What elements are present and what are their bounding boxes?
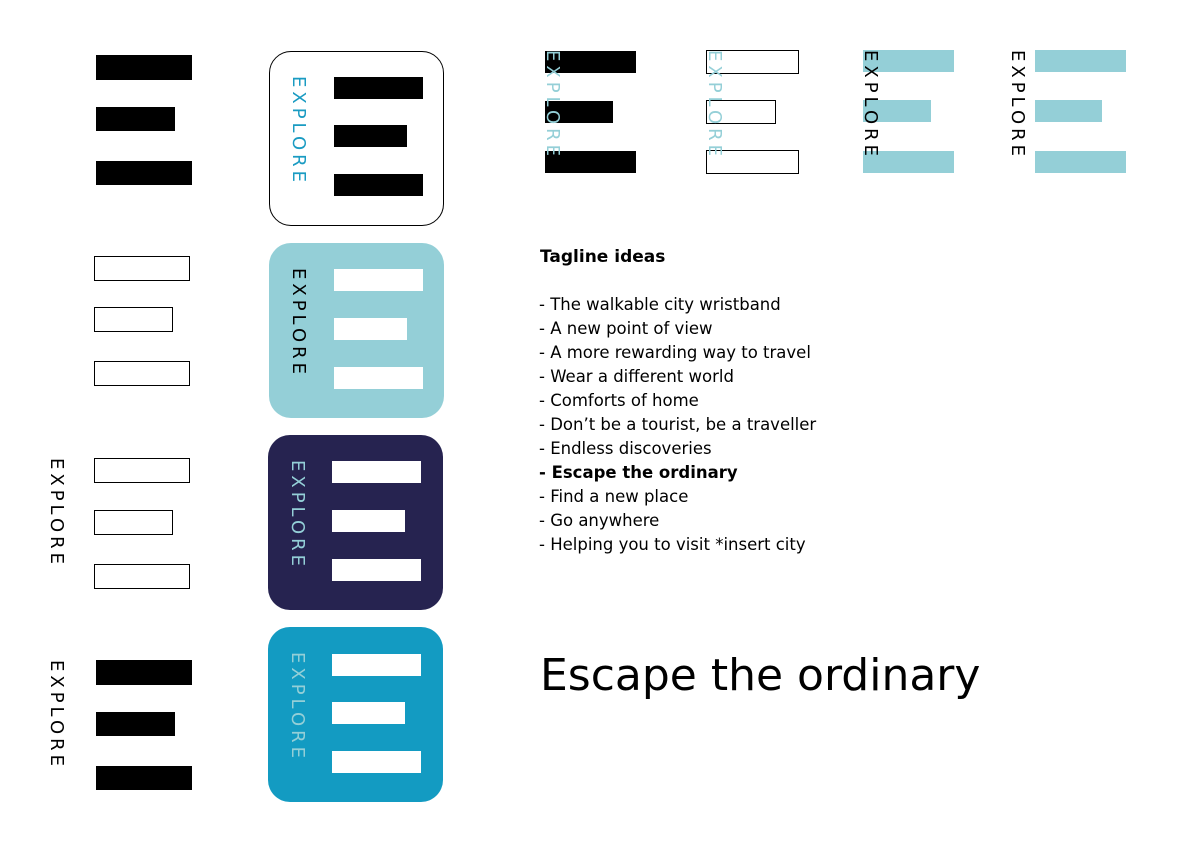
logo-bar <box>332 654 421 676</box>
wordmark: EXPLORE <box>1007 50 1028 160</box>
tagline-item: - Helping you to visit *insert city <box>539 535 806 554</box>
app-icon-light-teal: EXPLORE <box>269 243 444 418</box>
logo-bar <box>96 766 192 790</box>
wordmark: EXPLORE <box>860 50 881 160</box>
logo-bar <box>94 564 190 589</box>
tagline-item: - Go anywhere <box>539 511 660 530</box>
logo-bar <box>94 307 173 332</box>
app-icon-white: EXPLORE <box>269 51 444 226</box>
tagline-item: - Wear a different world <box>539 367 734 386</box>
tagline-item: - Don’t be a tourist, be a traveller <box>539 415 817 434</box>
logo-bar <box>545 51 636 73</box>
logo-bar <box>96 107 175 131</box>
logo-bar <box>706 50 799 74</box>
tagline-item: - A new point of view <box>539 319 713 338</box>
wordmark: EXPLORE <box>542 50 563 160</box>
logo-bar <box>332 559 421 581</box>
wordmark: EXPLORE <box>46 458 67 568</box>
logo-bar <box>94 256 190 281</box>
logo-bar <box>706 150 799 174</box>
wordmark: EXPLORE <box>46 660 67 770</box>
logo-bar <box>332 751 421 773</box>
logo-bar <box>334 269 423 291</box>
logo-bar <box>334 367 423 389</box>
logo-bar <box>332 510 405 532</box>
app-icon-blue: EXPLORE <box>268 627 443 802</box>
tagline-item: - Endless discoveries <box>539 439 712 458</box>
logo-bar <box>94 458 190 483</box>
logo-bar <box>334 174 423 196</box>
logo-bar <box>334 77 423 99</box>
logo-bar <box>96 660 192 685</box>
logo-bar <box>332 461 421 483</box>
app-icon-navy: EXPLORE <box>268 435 443 610</box>
wordmark: EXPLORE <box>287 652 308 762</box>
tagline-item: - Escape the ordinary <box>539 463 738 482</box>
tagline-item: - Comforts of home <box>539 391 699 410</box>
logo-bar <box>1035 50 1126 72</box>
logo-bar <box>334 125 407 147</box>
logo-bar <box>96 55 192 80</box>
logo-bar <box>1035 151 1126 173</box>
tagline-item: - The walkable city wristband <box>539 295 781 314</box>
logo-bar <box>1035 100 1102 122</box>
tagline-item: - Find a new place <box>539 487 689 506</box>
tagline-list: - The walkable city wristband - A new poi… <box>539 293 816 557</box>
logo-bar <box>863 151 954 173</box>
wordmark: EXPLORE <box>288 268 309 378</box>
logo-bar <box>94 510 173 535</box>
logo-bar <box>334 318 407 340</box>
logo-bar <box>863 50 954 72</box>
logo-bar <box>545 151 636 173</box>
tagline-item: - A more rewarding way to travel <box>539 343 811 362</box>
logo-bar <box>96 161 192 185</box>
tagline-heading: Tagline ideas <box>540 247 666 267</box>
wordmark: EXPLORE <box>287 460 308 570</box>
selected-tagline: Escape the ordinary <box>540 650 981 701</box>
logo-bar <box>332 702 405 724</box>
logo-bar <box>706 100 776 124</box>
logo-bar <box>96 712 175 736</box>
wordmark: EXPLORE <box>704 50 725 160</box>
logo-bar <box>94 361 190 386</box>
logo-bar <box>545 101 613 123</box>
wordmark: EXPLORE <box>288 76 309 186</box>
logo-bar <box>863 100 931 122</box>
